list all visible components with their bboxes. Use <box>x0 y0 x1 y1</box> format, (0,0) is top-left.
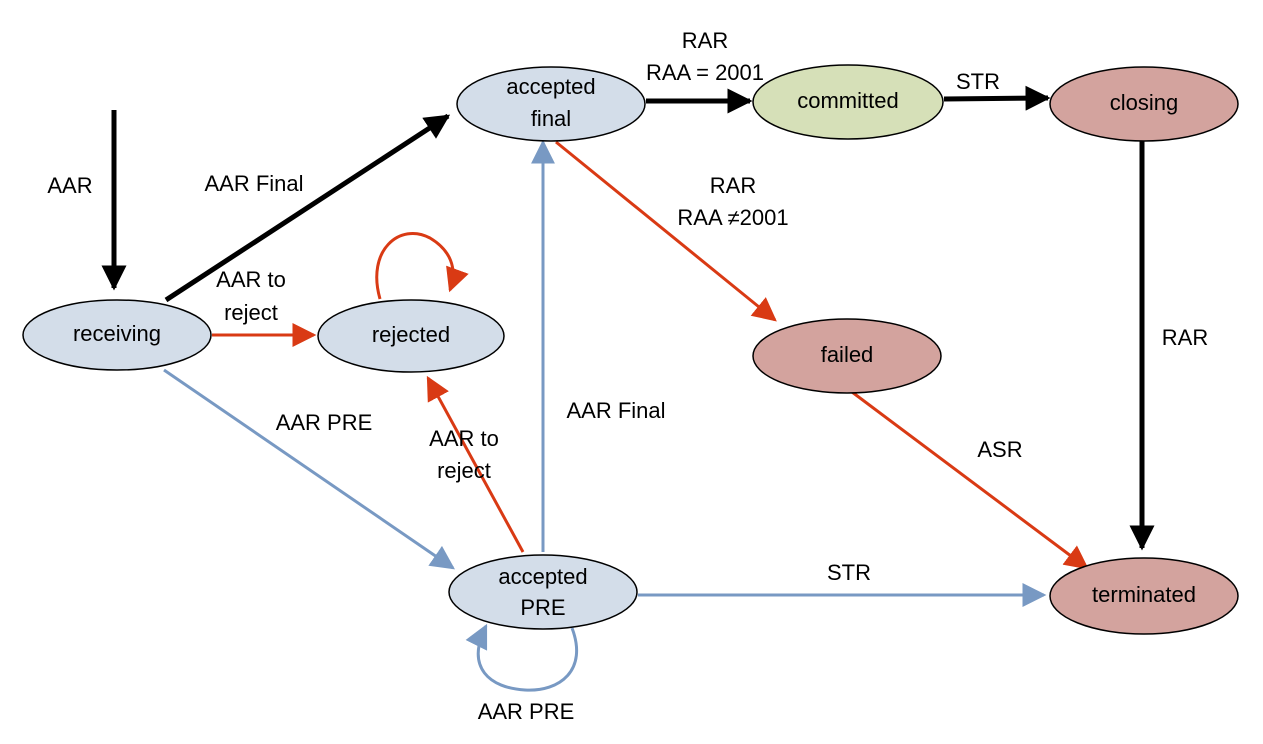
node-receiving-label: receiving <box>73 321 161 346</box>
edge-label-raa-2001-line-2: RAA = 2001 <box>646 60 764 85</box>
edge-label-str-top: STR <box>956 69 1000 94</box>
edge-label-raa-not-2001-line-1: RAR <box>710 173 756 198</box>
node-committed-shape <box>752 64 944 140</box>
node-accepted-final-shape <box>456 66 646 142</box>
edge-label-asr: ASR <box>977 437 1022 462</box>
edge-rejected-self-loop <box>375 232 469 300</box>
edge-committed-to-closing <box>943 85 1051 111</box>
edge-label-receiving-to-rejected-line-2: reject <box>224 300 278 325</box>
node-receiving-shape <box>22 299 212 371</box>
node-accepted-pre-label-line-2: PRE <box>520 595 565 620</box>
edge-label-aar-pre-self: AAR PRE <box>478 699 575 724</box>
node-rejected-label: rejected <box>372 322 450 347</box>
node-accepted-pre[interactable]: accepted PRE <box>448 554 638 630</box>
node-terminated[interactable]: terminated <box>1049 557 1239 635</box>
edge-label-raa-not-2001-line-2: RAA ≠2001 <box>677 205 788 230</box>
edge-label-pre-to-rejected-line-2: reject <box>437 458 491 483</box>
edge-label-rar-right: RAR <box>1162 325 1208 350</box>
edge-receiving-to-accepted-final <box>164 113 451 303</box>
node-accepted-pre-shape <box>448 554 638 630</box>
edge-accepted-pre-to-rejected <box>426 375 525 553</box>
edge-accepted-final-to-failed <box>555 140 777 322</box>
node-rejected-shape <box>317 299 505 373</box>
node-terminated-shape <box>1049 557 1239 635</box>
node-closing[interactable]: closing <box>1049 66 1239 142</box>
edge-label-str-bottom: STR <box>827 560 871 585</box>
edge-label-aar-final-vertical: AAR Final <box>566 398 665 423</box>
node-failed[interactable]: failed <box>752 318 942 394</box>
edge-label-receiving-to-rejected-line-1: AAR to <box>216 267 286 292</box>
node-accepted-final[interactable]: accepted final <box>456 66 646 142</box>
node-committed[interactable]: committed <box>752 64 944 140</box>
edge-accepted-pre-self-loop <box>465 623 579 692</box>
node-failed-shape <box>752 318 942 394</box>
node-failed-label: failed <box>821 342 874 367</box>
node-closing-label: closing <box>1110 90 1178 115</box>
node-accepted-pre-label-line-1: accepted <box>498 564 587 589</box>
node-receiving[interactable]: receiving <box>22 299 212 371</box>
edge-label-aar-final-top: AAR Final <box>204 171 303 196</box>
edge-label-aar-pre-diagonal: AAR PRE <box>276 410 373 435</box>
node-accepted-final-label-line-1: accepted <box>506 74 595 99</box>
node-accepted-final-label-line-2: final <box>531 106 571 131</box>
node-committed-label: committed <box>797 88 898 113</box>
edge-failed-to-terminated <box>851 390 1089 570</box>
node-rejected[interactable]: rejected <box>317 299 505 373</box>
edge-label-pre-to-rejected-line-1: AAR to <box>429 426 499 451</box>
node-terminated-label: terminated <box>1092 582 1196 607</box>
edge-label-initial: AAR <box>47 173 92 198</box>
edge-label-raa-2001-line-1: RAR <box>682 28 728 53</box>
edge-receiving-to-accepted-pre <box>163 368 455 570</box>
node-closing-shape <box>1049 66 1239 142</box>
